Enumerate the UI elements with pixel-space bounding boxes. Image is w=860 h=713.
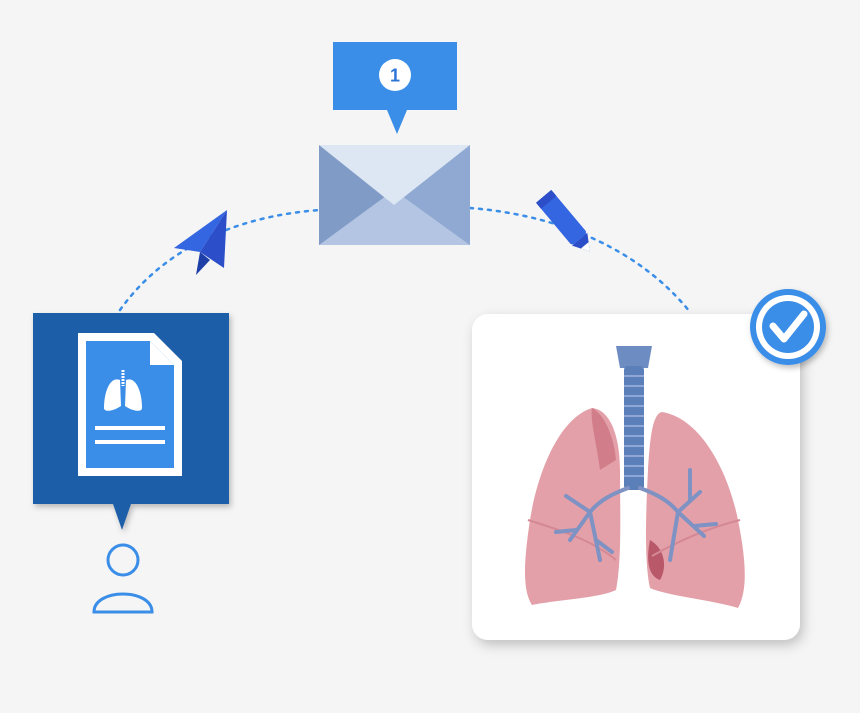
envelope-icon	[319, 145, 470, 245]
lungs-illustration	[525, 346, 745, 608]
notification-bubble: 1	[333, 42, 457, 134]
report-card	[33, 313, 229, 530]
paper-plane-icon	[174, 210, 227, 275]
user-icon	[92, 543, 154, 614]
pencil-icon	[535, 189, 590, 252]
notification-count: 1	[390, 66, 400, 86]
result-card	[472, 289, 826, 640]
checkmark-icon	[750, 289, 826, 365]
lung-document-icon	[78, 333, 182, 476]
